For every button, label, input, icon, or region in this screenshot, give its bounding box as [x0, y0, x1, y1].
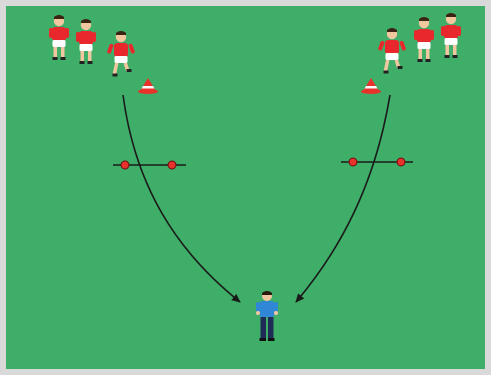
gate-left-marker-1	[120, 160, 130, 170]
pitch	[6, 6, 485, 369]
gate-right	[341, 157, 413, 167]
gate-right-marker-2	[396, 157, 406, 167]
gate-left-marker-2	[167, 160, 177, 170]
gate-right-marker-1	[348, 157, 358, 167]
gate-left	[113, 160, 186, 170]
run-arrow-left	[122, 94, 241, 303]
run-arrow-right	[295, 94, 391, 303]
